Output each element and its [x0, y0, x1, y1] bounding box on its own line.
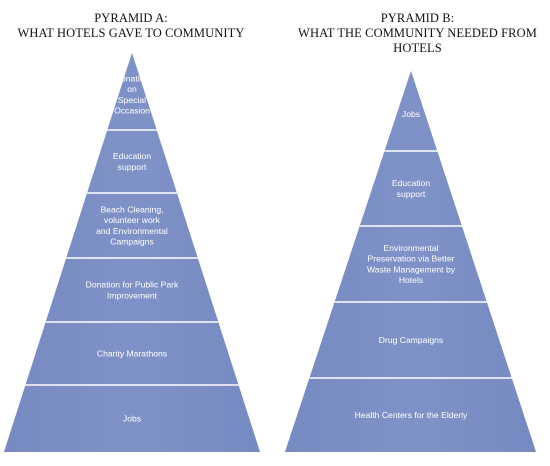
pyramid_a-level-6-label: Jobs: [123, 414, 141, 424]
pyramid_b-level-3-label: Hotels: [399, 275, 423, 285]
pyramid-b-title-line3: HOTELS: [393, 41, 442, 55]
pyramid_b-level-5-label: Health Centers for the Elderly: [355, 410, 468, 420]
pyramid_a-level-5-label: Charity Marathons: [97, 349, 167, 359]
pyramid_b-level-3-label: Environmental: [384, 243, 439, 253]
pyramid_a-level-1-label: Donation: [115, 74, 150, 84]
pyramid_b-level-3-label: Waste Management by: [367, 264, 456, 274]
pyramid_a-level-4-label: Donation for Public Park: [86, 280, 179, 290]
pyramid_b-level-1-label: Jobs: [402, 109, 420, 119]
pyramid-a-title-line1: PYRAMID A:: [94, 11, 168, 25]
pyramid_a-triangle-tint: [4, 53, 260, 452]
pyramid_b-level-2-label: Education: [392, 178, 430, 188]
pyramid_b-level-2-label: support: [397, 189, 426, 199]
pyramid-b-title-line1: PYRAMID B:: [380, 11, 455, 25]
pyramid-b: JobsEducationsupportEnvironmentalPreserv…: [285, 71, 536, 452]
pyramid_b-level-4-label: Drug Campaigns: [379, 335, 443, 345]
pyramid_b-triangle-tint: [285, 71, 536, 452]
pyramid_a-level-2-label: Education: [113, 151, 151, 161]
pyramid_a-level-3-label: Campaigns: [110, 236, 153, 246]
pyramid-b-title: PYRAMID B: WHAT THE COMMUNITY NEEDED FRO…: [285, 11, 550, 56]
pyramid-b-title-line2: WHAT THE COMMUNITY NEEDED FROM: [298, 26, 537, 40]
pyramid_a-level-1-label: on: [127, 84, 137, 94]
pyramid-a-title-line2: WHAT HOTELS GAVE TO COMMUNITY: [17, 26, 245, 40]
pyramid_a-level-1-label: Occasion: [114, 105, 150, 115]
pyramid_a-level-4-label: Improvement: [107, 290, 158, 300]
pyramid_b-level-3-label: Preservation via Better: [368, 254, 455, 264]
pyramid_a-level-2-label: support: [118, 162, 147, 172]
pyramid_a-level-3-label: Beach Cleaning,: [100, 205, 163, 215]
pyramid-a: DonationonSpecialOccasionEducationsuppor…: [4, 53, 260, 452]
pyramid-a-title: PYRAMID A: WHAT HOTELS GAVE TO COMMUNITY: [0, 11, 262, 41]
pyramid_a-level-1-label: Special: [118, 95, 146, 105]
pyramid_a-level-3-label: volunteer work: [104, 215, 161, 225]
pyramid_a-level-3-label: and Environmental: [96, 226, 168, 236]
